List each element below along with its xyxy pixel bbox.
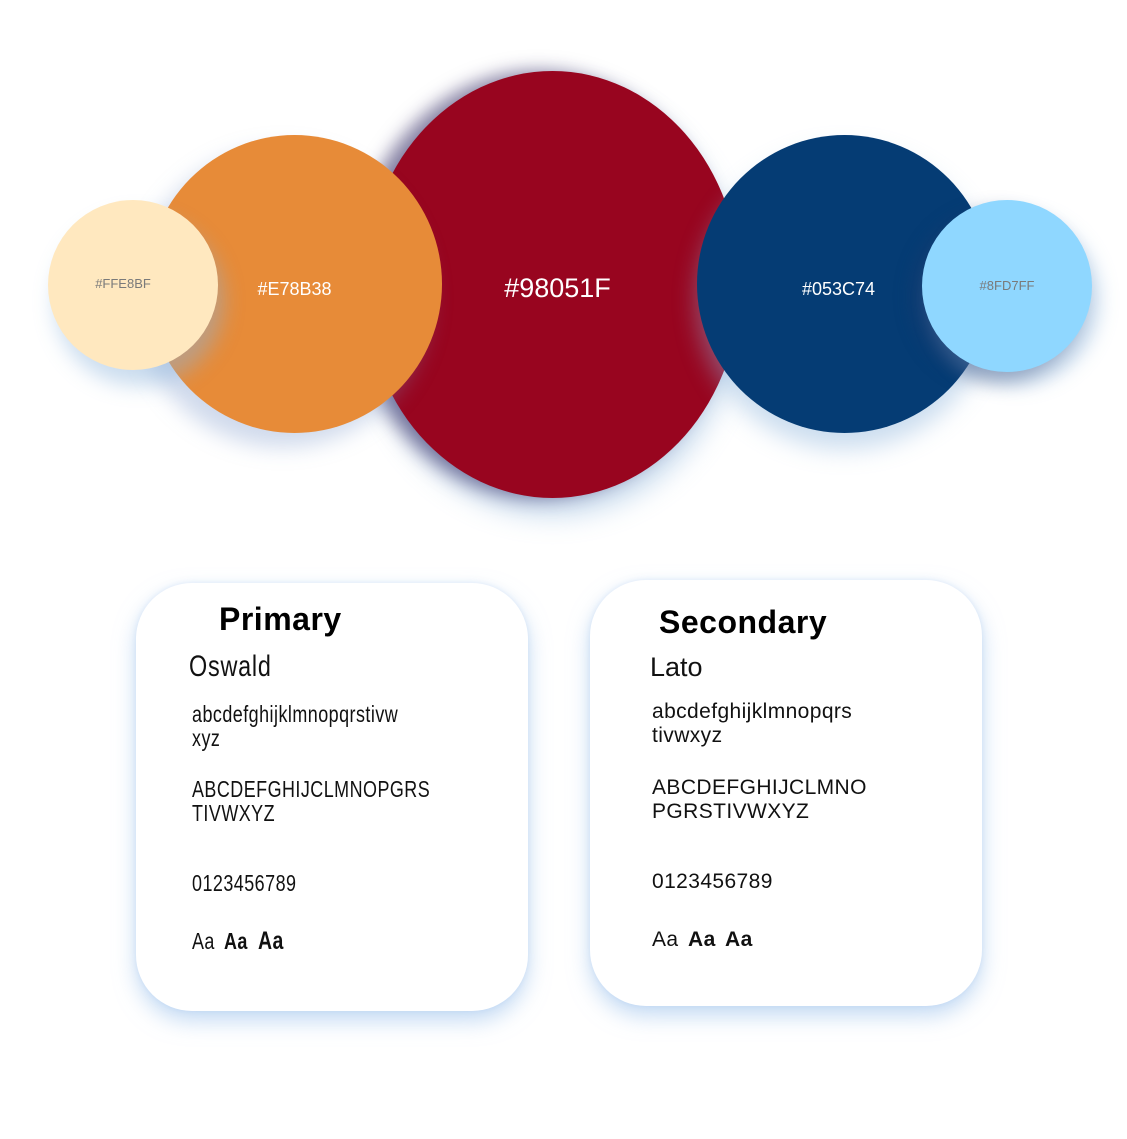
primary-weight-regular: Aa bbox=[192, 928, 215, 954]
secondary-title: Secondary bbox=[659, 604, 828, 640]
swatch-hex-label: #053C74 bbox=[801, 278, 876, 299]
swatch-hex-label: #E78B38 bbox=[257, 278, 332, 299]
secondary-uppercase-line2: PGRSTIVWXYZ bbox=[652, 800, 810, 823]
secondary-font-name: Lato bbox=[650, 652, 703, 682]
primary-weight-bold: Aa bbox=[224, 928, 248, 954]
secondary-uppercase-line1: ABCDEFGHIJCLMNO bbox=[652, 776, 867, 799]
swatch-8FD7FF: #8FD7FF bbox=[922, 200, 1092, 372]
primary-title: Primary bbox=[219, 601, 342, 637]
secondary-font-card bbox=[590, 580, 982, 1006]
swatch-hex-label: #98051F bbox=[504, 273, 611, 303]
secondary-lowercase-line2: tivwxyz bbox=[652, 724, 723, 747]
primary-digits: 0123456789 bbox=[192, 870, 297, 896]
primary-weight-black: Aa bbox=[258, 927, 284, 955]
primary-uppercase-line1: ABCDEFGHIJCLMNOPGRS bbox=[192, 776, 431, 802]
primary-font-name: Oswald bbox=[189, 650, 272, 683]
secondary-weight-regular: Aa bbox=[652, 928, 679, 951]
secondary-weight-black: Aa bbox=[725, 928, 753, 951]
swatch-FFE8BF: #FFE8BF bbox=[48, 200, 218, 370]
primary-font-card bbox=[136, 583, 528, 1011]
primary-uppercase-line2: TIVWXYZ bbox=[192, 800, 276, 826]
primary-lowercase-line1: abcdefghijklmnopqrstivw bbox=[192, 701, 399, 727]
swatch-hex-label: #FFE8BF bbox=[95, 275, 151, 291]
secondary-digits: 0123456789 bbox=[652, 870, 773, 893]
primary-lowercase-line2: xyz bbox=[192, 725, 221, 751]
secondary-lowercase-line1: abcdefghijklmnopqrs bbox=[652, 700, 853, 723]
swatch-hex-label: #8FD7FF bbox=[979, 277, 1035, 293]
secondary-weight-bold: Aa bbox=[688, 928, 716, 951]
